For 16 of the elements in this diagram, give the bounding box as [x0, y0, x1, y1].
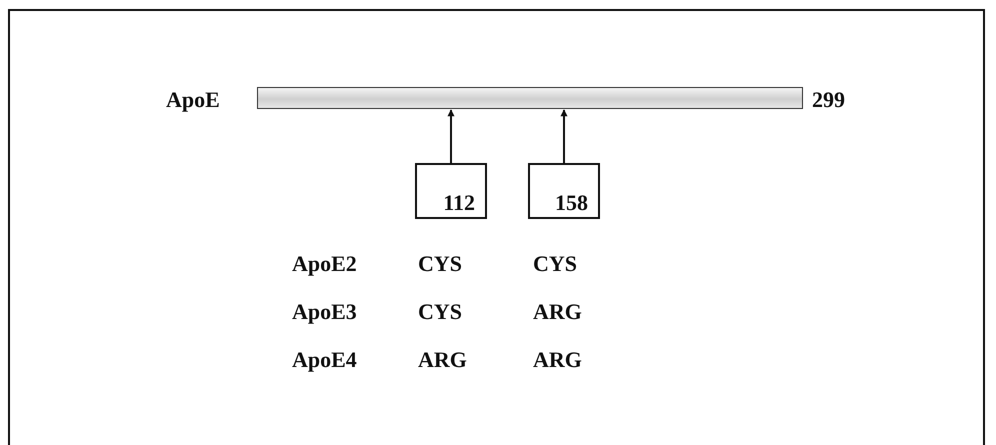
arrow: [448, 109, 454, 163]
amino-acid-label: CYS: [418, 301, 462, 323]
protein-bar: [257, 87, 803, 109]
position-box: 158: [528, 163, 600, 219]
arrow: [560, 109, 568, 163]
protein-name: ApoE: [166, 89, 220, 111]
amino-acid-label: ARG: [418, 349, 467, 371]
amino-acid-label: ARG: [533, 301, 582, 323]
length-label: 299: [812, 89, 845, 111]
amino-acid-label: ARG: [533, 349, 582, 371]
isoform-name: ApoE3: [292, 301, 357, 323]
amino-acid-label: CYS: [533, 253, 578, 275]
isoform-name: ApoE4: [292, 349, 357, 371]
position-box: 112: [415, 163, 487, 219]
isoform-name: ApoE2: [292, 253, 357, 275]
amino-acid-label: CYS: [418, 253, 462, 275]
